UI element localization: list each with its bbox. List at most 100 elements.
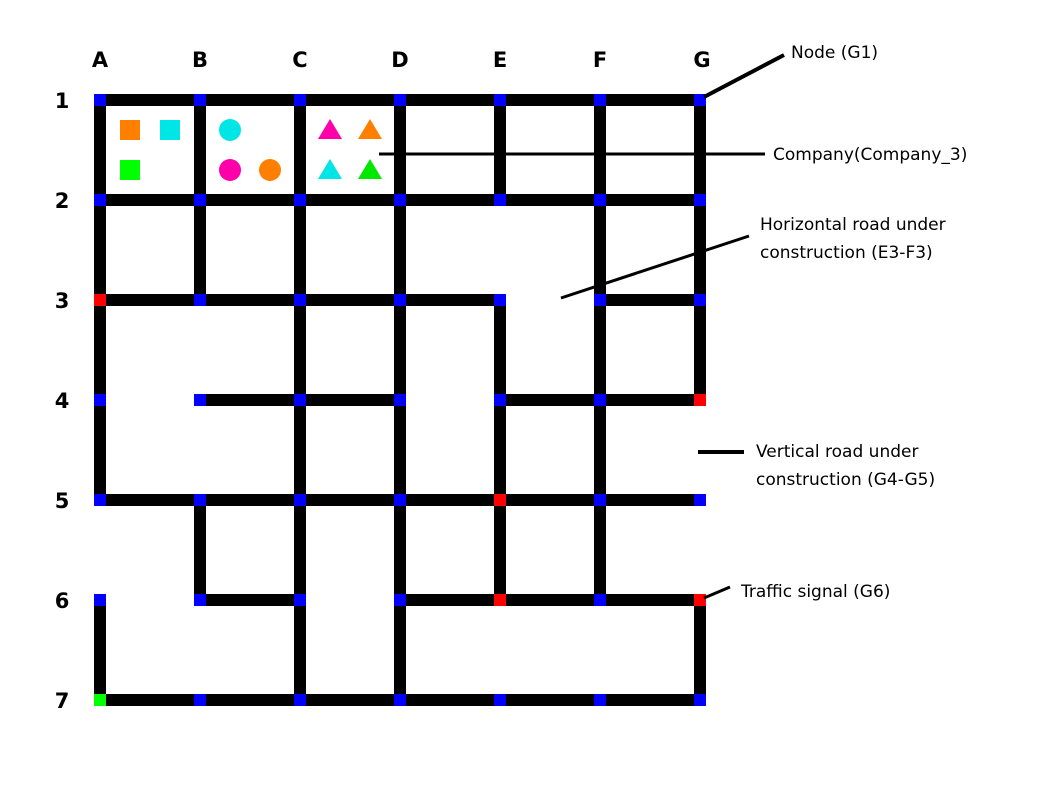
road-c1-c2	[294, 94, 306, 206]
node-a4	[94, 394, 106, 406]
road-c5-c6	[294, 494, 306, 606]
node-d6	[394, 594, 406, 606]
road-a7-b7	[94, 694, 206, 706]
company-annotation-label: Company(Company_3)	[773, 145, 967, 165]
road-d2-d3	[394, 194, 406, 306]
road-a4-a5	[94, 394, 106, 506]
road-e6-f6	[494, 594, 606, 606]
node-d5	[394, 494, 406, 506]
node-d1	[394, 94, 406, 106]
node-a1	[94, 94, 106, 106]
road-c3-c4	[294, 294, 306, 406]
node-g2	[694, 194, 706, 206]
road-b6-c6	[194, 594, 306, 606]
node-c7	[294, 694, 306, 706]
road-b1-b2	[194, 94, 206, 206]
node-d7	[394, 694, 406, 706]
column-label-b: B	[192, 48, 208, 72]
road-a1-a2	[94, 94, 106, 206]
road-e1-e2	[494, 94, 506, 206]
road-f1-f2	[594, 94, 606, 206]
company-3-triangle-marker	[358, 159, 382, 179]
road-d3-e3	[394, 294, 506, 306]
node-c4	[294, 394, 306, 406]
node-g7	[694, 694, 706, 706]
node-g5	[694, 494, 706, 506]
company-3	[318, 119, 382, 179]
node-e2	[494, 194, 506, 206]
node-d4	[394, 394, 406, 406]
road-e4-e5	[494, 394, 506, 506]
road-a5-b5	[94, 494, 206, 506]
road-d1-e1	[394, 94, 506, 106]
node-d3	[394, 294, 406, 306]
horizontal-construction-label-line2: construction (E3-F3)	[760, 243, 933, 263]
node-b1	[194, 94, 206, 106]
node-c3	[294, 294, 306, 306]
column-label-g: G	[693, 48, 710, 72]
column-label-f: F	[593, 48, 607, 72]
node-f1	[594, 94, 606, 106]
companies	[120, 119, 382, 181]
road-e4-f4	[494, 394, 606, 406]
road-a1-b1	[94, 94, 206, 106]
traffic-signal-node-a3	[94, 294, 106, 306]
traffic-signal-label: Traffic signal (G6)	[740, 582, 890, 602]
road-c3-d3	[294, 294, 406, 306]
road-b4-c4	[194, 394, 306, 406]
node-b6	[194, 594, 206, 606]
node-b5	[194, 494, 206, 506]
road-a3-b3	[94, 294, 206, 306]
company-2-circle-marker	[219, 119, 241, 141]
road-d7-e7	[394, 694, 506, 706]
company-1-square-marker	[120, 160, 140, 180]
node-pointer-line	[703, 53, 785, 99]
company-1-square-marker	[120, 120, 140, 140]
node-a6	[94, 594, 106, 606]
company-1	[120, 120, 180, 180]
node-e3	[494, 294, 506, 306]
node-d2	[394, 194, 406, 206]
road-e3-e4	[494, 294, 506, 406]
road-g6-g7	[694, 594, 706, 706]
node-b4	[194, 394, 206, 406]
node-b7	[194, 694, 206, 706]
company-2-circle-marker	[259, 159, 281, 181]
road-d5-e5	[394, 494, 506, 506]
road-c4-d4	[294, 394, 406, 406]
road-b5-c5	[194, 494, 306, 506]
road-f5-f6	[594, 494, 606, 606]
node-f5	[594, 494, 606, 506]
horizontal-construction-pointer-line	[560, 234, 750, 300]
road-f3-g3	[594, 294, 706, 306]
road-f2-f3	[594, 194, 606, 306]
node-f3	[594, 294, 606, 306]
road-a2-b2	[94, 194, 206, 206]
node-b3	[194, 294, 206, 306]
row-label-2: 2	[55, 189, 70, 213]
row-labels: 1 2 3 4 5 6 7	[55, 89, 70, 713]
node-e1	[494, 94, 506, 106]
road-c2-c3	[294, 194, 306, 306]
road-e5-f5	[494, 494, 606, 506]
row-label-3: 3	[55, 289, 70, 313]
road-c1-d1	[294, 94, 406, 106]
road-c2-d2	[294, 194, 406, 206]
node-f6	[594, 594, 606, 606]
roads	[94, 94, 706, 706]
road-c4-c5	[294, 394, 306, 506]
road-f4-g4	[594, 394, 706, 406]
node-c2	[294, 194, 306, 206]
traffic-signal-node-g6	[694, 594, 706, 606]
node-a2	[94, 194, 106, 206]
column-label-e: E	[493, 48, 507, 72]
road-f1-g1	[594, 94, 706, 106]
road-c6-c7	[294, 594, 306, 706]
road-b5-b6	[194, 494, 206, 606]
road-b7-c7	[194, 694, 306, 706]
road-b1-c1	[194, 94, 306, 106]
road-e2-f2	[494, 194, 606, 206]
node-c5	[294, 494, 306, 506]
road-f7-g7	[594, 694, 706, 706]
company-1-square-marker	[160, 120, 180, 140]
